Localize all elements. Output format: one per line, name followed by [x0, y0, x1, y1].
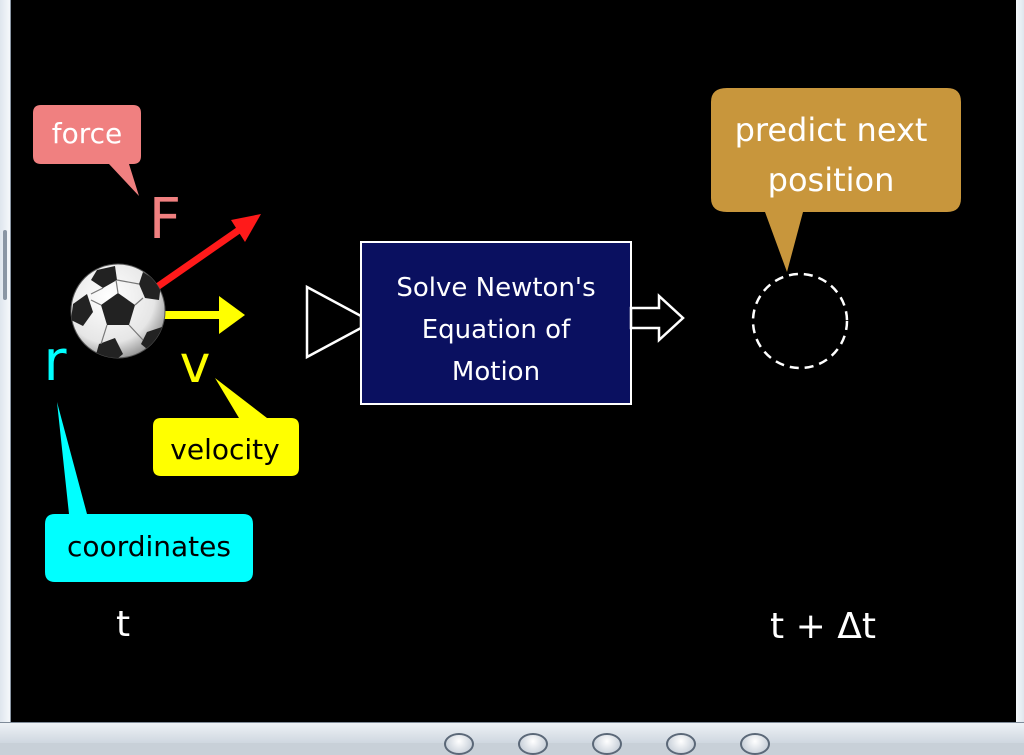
process-line-3: Motion: [452, 357, 540, 387]
velocity-callout: velocity: [153, 378, 299, 476]
coordinates-callout: coordinates: [45, 402, 253, 582]
velocity-symbol: v: [180, 335, 211, 395]
nav-button-3[interactable]: [592, 733, 622, 755]
time-next-label: t + Δt: [770, 606, 876, 647]
slide: force F velocity v coordinates r: [11, 0, 1016, 722]
process-line-2: Equation of: [422, 315, 571, 345]
nav-button-4[interactable]: [666, 733, 696, 755]
predict-line-2: position: [768, 161, 895, 199]
nav-button-5[interactable]: [740, 733, 770, 755]
window-frame-left: [0, 0, 11, 728]
process-line-1: Solve Newton's: [396, 273, 595, 303]
force-symbol: F: [149, 187, 181, 252]
splitter-handle[interactable]: [3, 230, 7, 300]
force-arrow: [155, 214, 261, 290]
coordinates-label: coordinates: [67, 530, 231, 563]
velocity-label: velocity: [170, 433, 279, 466]
input-arrow-icon: [305, 284, 363, 360]
dashed-circle-icon: [751, 272, 849, 370]
slide-navigation-bar: [0, 722, 1024, 755]
process-box: Solve Newton's Equation of Motion: [360, 241, 632, 405]
soccer-ball-icon: [70, 263, 166, 359]
velocity-arrow: [161, 296, 245, 334]
window-frame-right: [1015, 0, 1024, 728]
coordinates-symbol: r: [43, 329, 67, 394]
nav-button-2[interactable]: [518, 733, 548, 755]
predict-callout: predict next position: [711, 88, 961, 272]
time-now-label: t: [116, 604, 130, 645]
nav-button-1[interactable]: [444, 733, 474, 755]
predict-line-1: predict next: [735, 111, 928, 149]
output-arrow-icon: [629, 293, 685, 343]
force-callout: force: [33, 105, 141, 196]
force-label: force: [52, 117, 123, 150]
newton-diagram: force F velocity v coordinates r: [33, 88, 961, 647]
